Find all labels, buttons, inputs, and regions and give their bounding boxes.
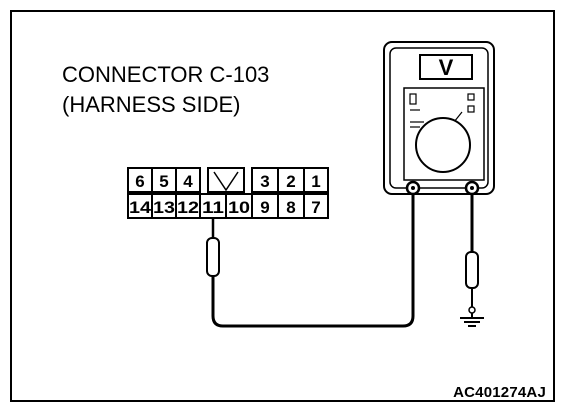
ground-probe-icon bbox=[465, 251, 479, 289]
voltmeter-icon: V bbox=[383, 41, 495, 196]
reference-code: AC401274AJ bbox=[453, 384, 546, 401]
pin-label: 12 bbox=[177, 198, 199, 217]
pin-label: 5 bbox=[159, 172, 168, 191]
pin-label: 3 bbox=[260, 172, 269, 191]
ground-icon bbox=[460, 313, 484, 327]
meter-display-unit: V bbox=[439, 55, 454, 80]
pin-label: 14 bbox=[129, 198, 152, 217]
selector-dial bbox=[415, 117, 471, 173]
pin-11-label: 11 bbox=[202, 198, 224, 217]
harness-side-label: (HARNESS SIDE) bbox=[62, 92, 241, 117]
meter-display bbox=[419, 54, 473, 80]
pin-label: 13 bbox=[153, 198, 175, 217]
pin-label: 9 bbox=[260, 198, 269, 217]
connector-key bbox=[207, 167, 245, 193]
probe-icon bbox=[206, 218, 220, 277]
pin-label: 1 bbox=[311, 172, 320, 191]
connector-title: CONNECTOR C-103 bbox=[62, 62, 270, 87]
pin-label: 7 bbox=[311, 198, 320, 217]
pin-label: 6 bbox=[135, 172, 144, 191]
pin-label: 4 bbox=[183, 172, 193, 191]
test-lead-wire bbox=[211, 194, 415, 328]
diagram-frame bbox=[10, 10, 555, 402]
pin-label: 10 bbox=[228, 198, 250, 217]
pin-label: 8 bbox=[286, 198, 295, 217]
pin-label: 2 bbox=[286, 172, 295, 191]
connector-c103: 6 5 4 3 2 1 14 13 12 11 10 9 8 7 bbox=[127, 167, 329, 219]
